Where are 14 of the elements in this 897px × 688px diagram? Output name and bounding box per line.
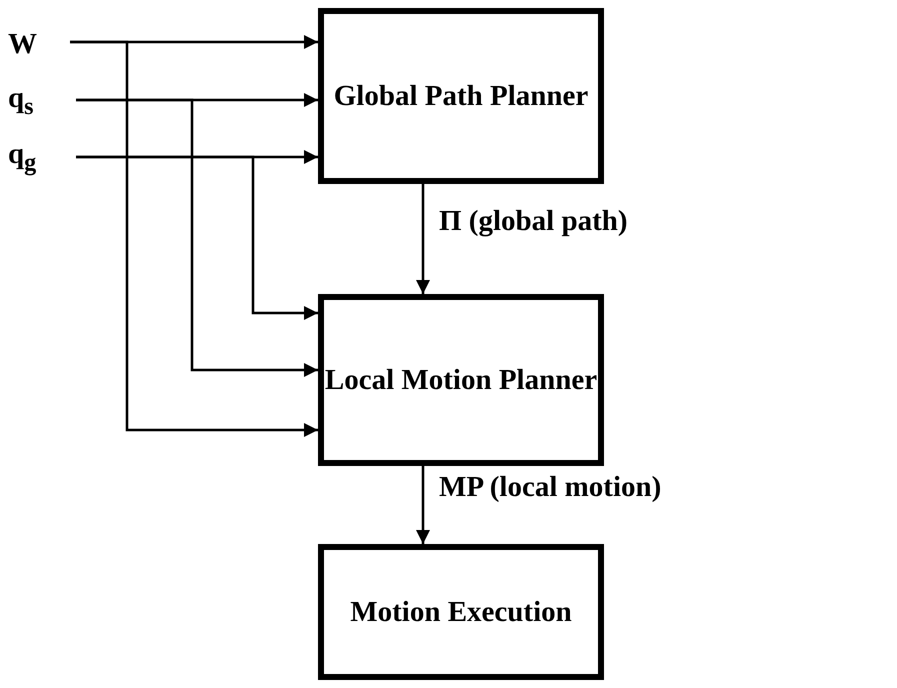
arrow xyxy=(416,184,430,294)
box-title: Local Motion Planner xyxy=(324,364,598,396)
box-title: Motion Execution xyxy=(350,596,572,628)
process-box xyxy=(318,544,604,680)
process-box xyxy=(318,294,604,466)
arrow xyxy=(76,98,318,377)
input-variable: q$_{s}$ xyxy=(8,84,34,118)
arrow xyxy=(76,156,318,320)
process-box xyxy=(318,8,604,184)
arrow xyxy=(416,466,430,544)
input-variable: q$_{g}$ xyxy=(8,140,36,174)
arrow xyxy=(70,40,318,437)
box-title: Global Path Planner xyxy=(334,80,588,112)
input-variable: W xyxy=(8,30,37,58)
